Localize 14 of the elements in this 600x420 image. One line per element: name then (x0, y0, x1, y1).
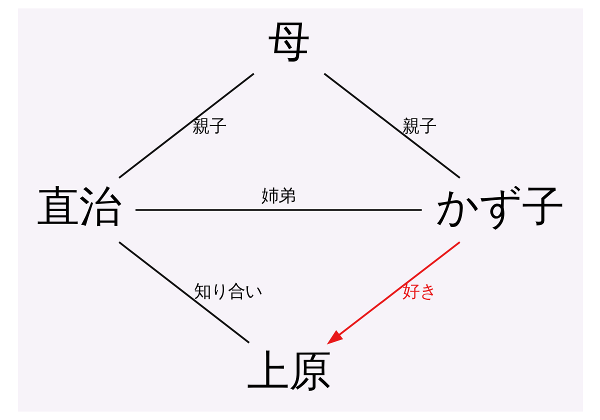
node-text: かず子 (435, 182, 564, 232)
node-text: 直治 (36, 182, 121, 232)
node-text: 母 (267, 18, 310, 68)
edge-label: 姉弟 (261, 186, 296, 207)
edge-label: 知り合い (193, 282, 262, 302)
node-text: 上原 (246, 348, 330, 397)
arrow (326, 241, 460, 344)
edge-label: 親子 (192, 117, 226, 138)
edge-label: 好き (402, 282, 436, 302)
connector (118, 241, 250, 344)
connector (323, 72, 460, 179)
connector (135, 209, 422, 211)
connector (118, 72, 254, 179)
edge-label: 親子 (402, 117, 436, 138)
